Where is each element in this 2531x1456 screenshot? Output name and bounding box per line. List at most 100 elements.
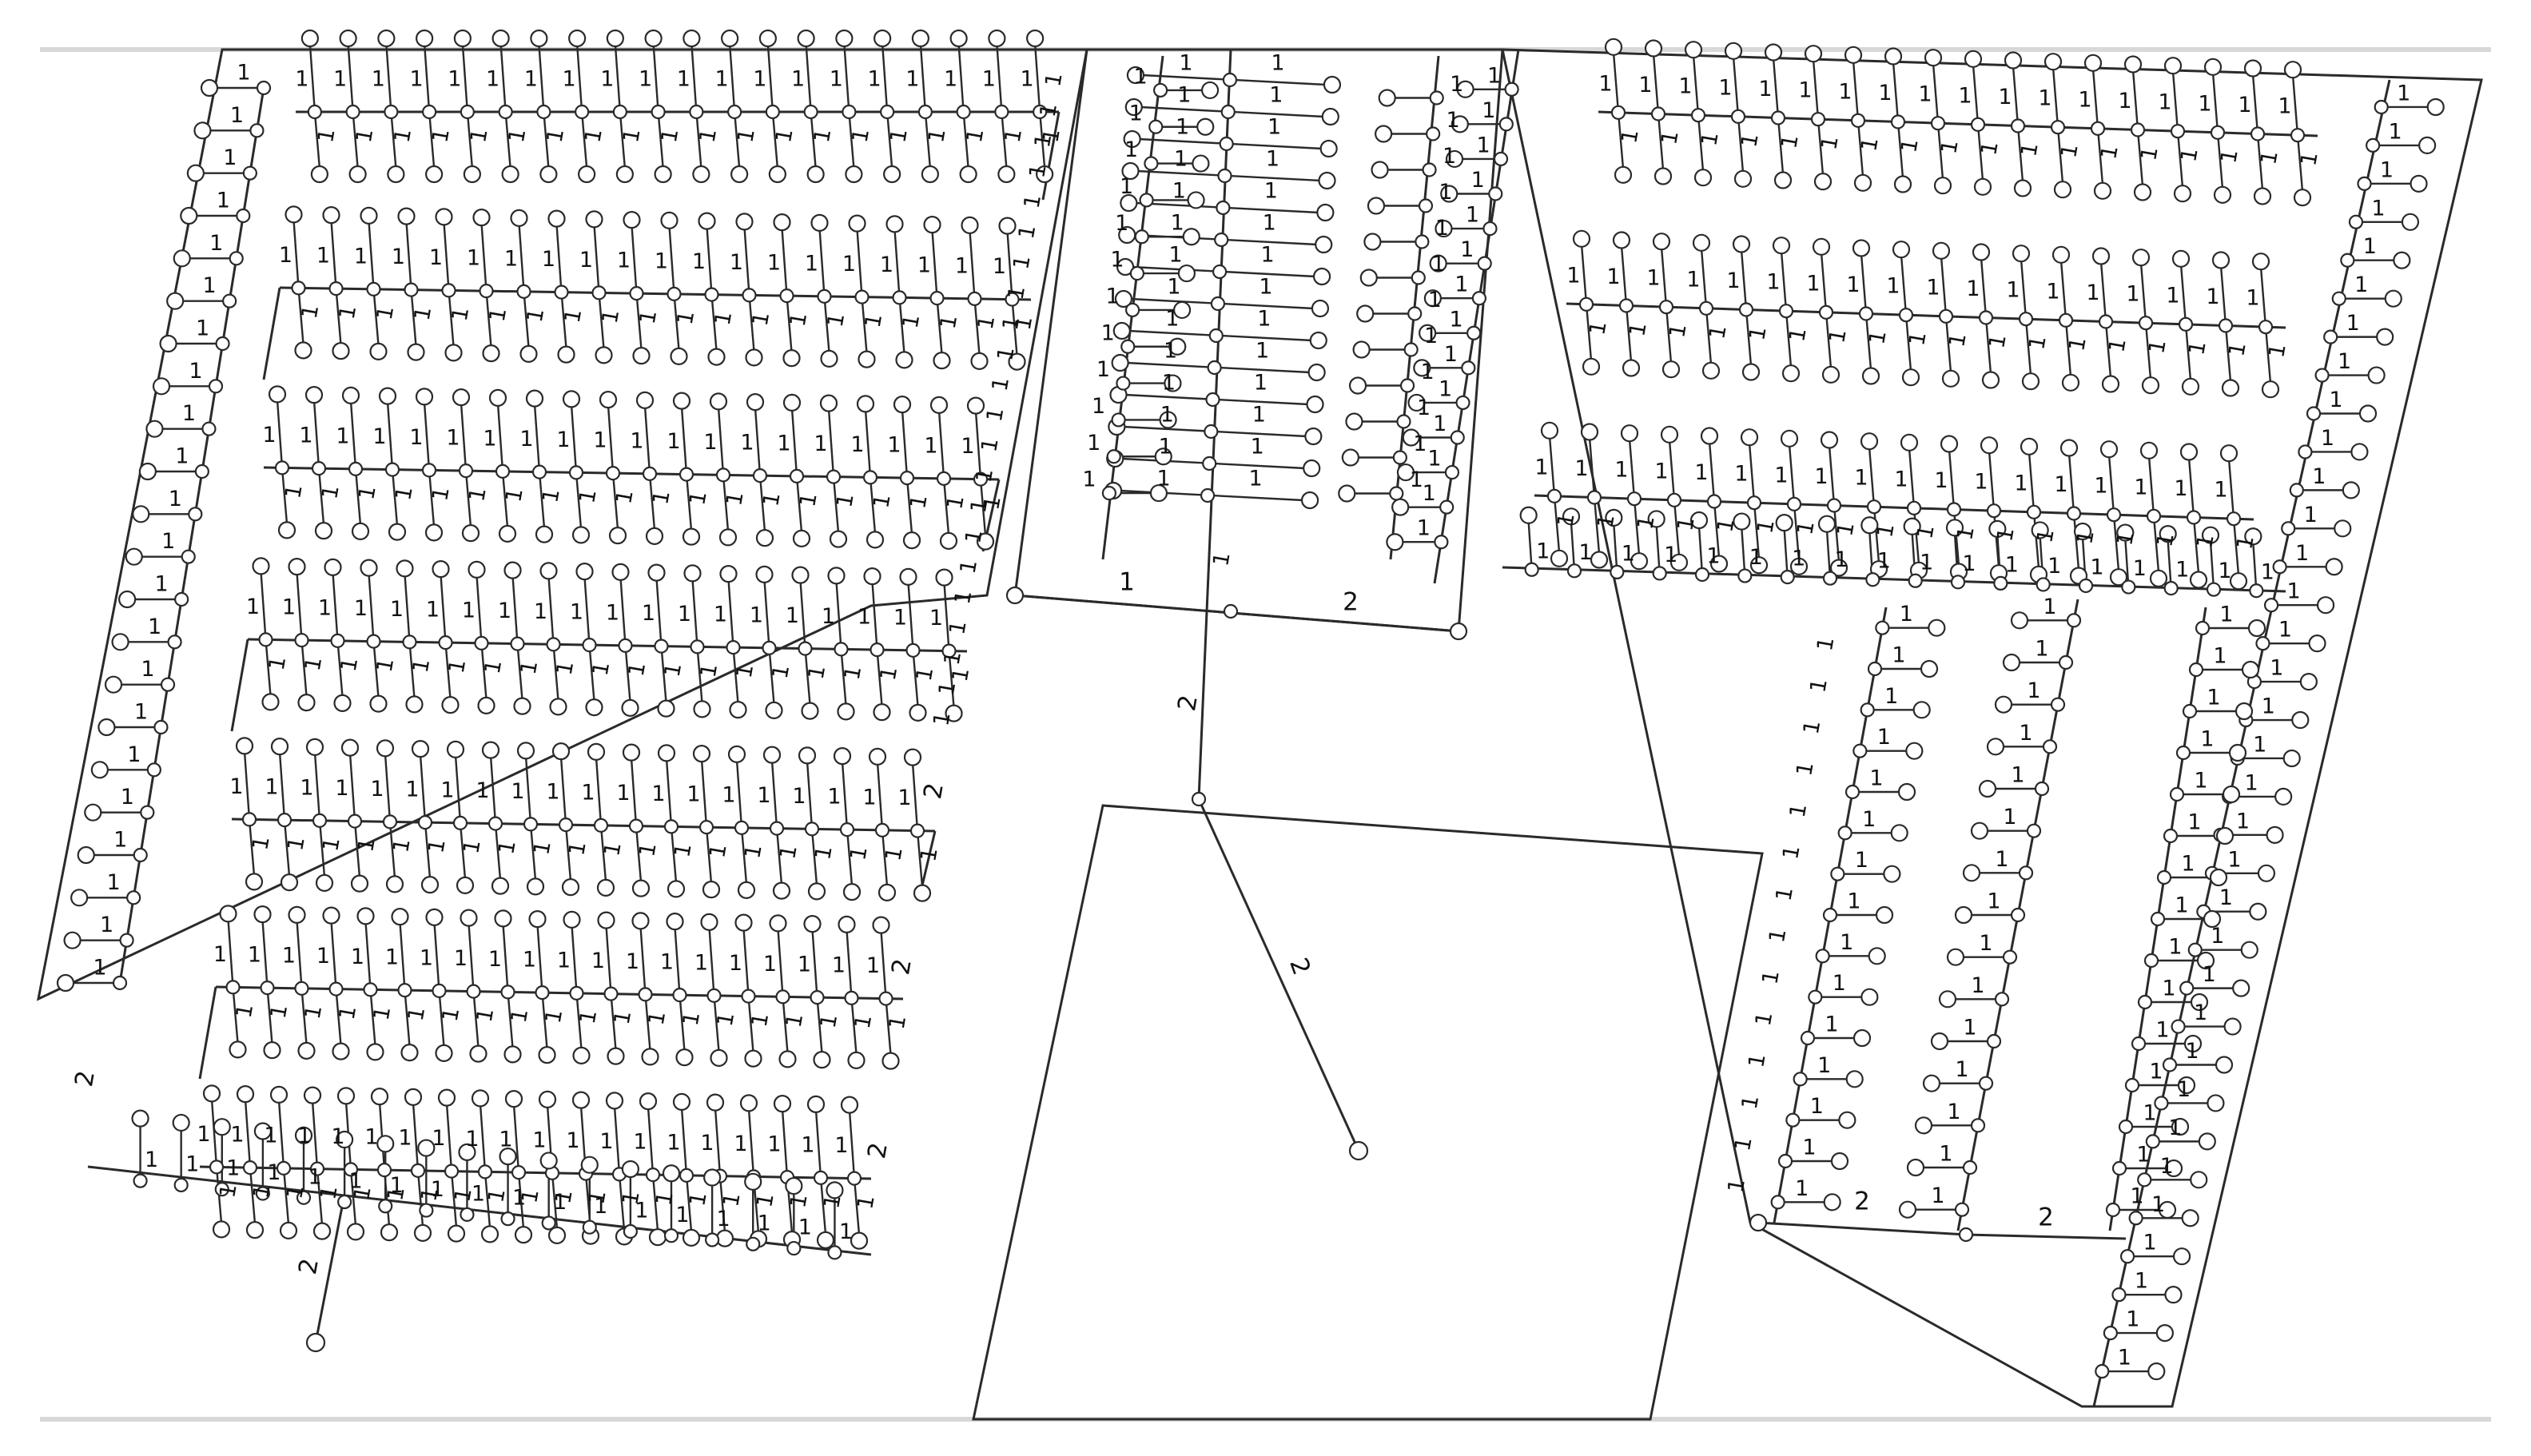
terminal-node (1920, 659, 1939, 678)
terminal-node (2004, 51, 2023, 70)
terminal-node (631, 912, 650, 930)
terminal-node (253, 905, 272, 924)
terminal-node (727, 745, 746, 763)
left-stub-down (832, 476, 840, 533)
terminal-node (1654, 167, 1673, 185)
left-stub-down (942, 478, 950, 535)
edge-label-1: 1 (429, 245, 443, 270)
edge-label-1: 1 (593, 428, 607, 453)
terminal-node (2031, 521, 2049, 539)
left-stub-down (816, 997, 823, 1054)
left-stub-down (501, 471, 509, 527)
central-building-outline (972, 804, 1764, 1421)
terminal-node (370, 1088, 389, 1106)
terminal-node (563, 910, 581, 929)
junction-node (255, 1186, 270, 1201)
edge-label-1: 1 (141, 657, 154, 682)
junction-node (663, 819, 679, 834)
edge-label-2: 2 (918, 781, 949, 802)
edge-label-1: 1 (370, 777, 384, 802)
edge-label-1: 1 (217, 189, 230, 213)
edge-label-1: 1 (448, 305, 475, 323)
junction-node (1219, 136, 1234, 152)
terminal-node (644, 29, 663, 48)
terminal-node (1449, 622, 1468, 641)
edge-label-1: 1 (464, 486, 491, 503)
edge-label-1: 1 (1625, 320, 1652, 338)
terminal-node (1359, 269, 1378, 287)
junction-node (402, 635, 417, 650)
right-bottom-stub (1741, 527, 1746, 576)
edge-label-1: 1 (2246, 286, 2259, 311)
terminal-node (376, 1135, 395, 1153)
left-stub-up (969, 230, 976, 299)
terminal-node (562, 390, 581, 408)
junction-node (2103, 1325, 2118, 1341)
edge-label-1: 1 (226, 1156, 240, 1181)
edge-label-1: 1 (560, 307, 587, 324)
terminal-node (791, 566, 810, 584)
right-stub-up (2012, 66, 2020, 126)
junction-node (1650, 106, 1666, 121)
edge-label-1: 1 (300, 655, 328, 673)
junction-node (1865, 572, 1880, 587)
edge-label-1: 1 (2224, 340, 2251, 358)
edge-label-1: 1 (1443, 144, 1456, 169)
edge-label-1: 1 (1995, 847, 2008, 872)
terminal-node (806, 1095, 826, 1113)
edge-label-1: 1 (1263, 211, 1276, 236)
junction-node (1698, 300, 1714, 316)
terminal-node (261, 693, 280, 711)
terminal-node (1429, 254, 1447, 273)
terminal-node (416, 29, 434, 48)
edge-label-1: 1 (575, 487, 602, 505)
left-stub-up (727, 579, 734, 648)
edge-label-1: 1 (512, 1186, 526, 1211)
junction-node (500, 1211, 515, 1227)
terminal-node (970, 352, 989, 370)
right-stub-down (1936, 123, 1944, 180)
terminal-node (769, 914, 787, 933)
edge-label-1: 1 (523, 307, 550, 324)
right-stub-down (1585, 304, 1593, 360)
junction-node (1808, 989, 1823, 1004)
terminal-node (2179, 443, 2199, 461)
edge-label-1: 1 (266, 1003, 293, 1020)
terminal-node (369, 694, 388, 713)
edge-label-1: 1 (1971, 973, 1984, 998)
terminal-node (297, 694, 316, 712)
left-serpentine-turn (198, 986, 217, 1080)
junction-node (1124, 302, 1140, 318)
edge-label-1: 1 (2296, 150, 2323, 168)
edge-label-1: 1 (686, 782, 700, 807)
left-stub-up (261, 920, 269, 989)
terminal-node (719, 565, 738, 583)
edge-label-1: 1 (1757, 969, 1785, 986)
junction-node (366, 281, 381, 296)
terminal-node (425, 165, 444, 184)
edge-label-1: 1 (1444, 342, 1458, 367)
junction-node (726, 640, 741, 655)
terminal-node (2198, 1132, 2216, 1151)
left-stub-up (308, 43, 316, 113)
edge-label-1: 1 (1730, 1135, 1757, 1152)
terminal-node (1622, 359, 1641, 377)
terminal-node (2232, 979, 2250, 997)
edge-label-1: 1 (2086, 280, 2099, 305)
edge-label-1: 1 (753, 67, 766, 92)
terminal-node (1930, 1032, 1949, 1051)
left-stub-down (850, 997, 858, 1054)
left-stub-up (665, 758, 673, 827)
terminal-node (933, 352, 951, 370)
terminal-node (847, 1051, 866, 1069)
terminal-node (599, 391, 618, 409)
junction-node (328, 281, 344, 296)
junction-node (1858, 306, 1874, 321)
edge-label-1: 1 (710, 309, 738, 327)
left-stub-up (827, 408, 835, 477)
terminal-node (447, 1224, 466, 1243)
edge-label-1: 1 (1798, 78, 1812, 103)
terminal-node (961, 216, 979, 234)
edge-label-1: 1 (1944, 332, 1972, 349)
terminal-node (840, 1096, 859, 1114)
